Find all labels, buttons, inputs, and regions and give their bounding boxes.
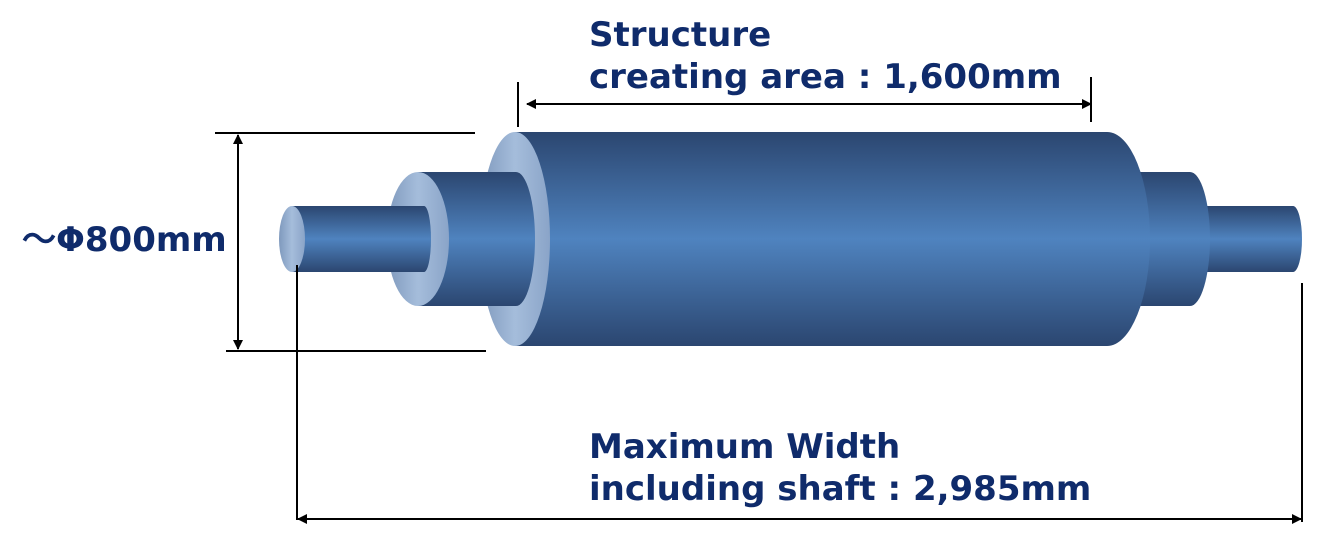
diameter-label: ～Φ800mm (22, 219, 227, 261)
max-width-label: Maximum Width including shaft : 2,985mm (589, 426, 1091, 510)
max-width-line1: Maximum Width (589, 427, 901, 467)
structure-area-line1: Structure (589, 15, 772, 55)
structure-area-line2: creating area : 1,600mm (589, 57, 1062, 97)
structure-area-dimension (517, 77, 1092, 127)
left-shaft (279, 206, 431, 272)
max-width-dimension (296, 265, 1303, 524)
max-width-line2: including shaft : 2,985mm (589, 469, 1092, 509)
right-shaft (1195, 206, 1302, 272)
diameter-dimension (215, 132, 486, 352)
diameter-text: ～Φ800mm (22, 220, 227, 260)
structure-area-label: Structure creating area : 1,600mm (589, 14, 1062, 98)
roll-body (515, 132, 1150, 346)
